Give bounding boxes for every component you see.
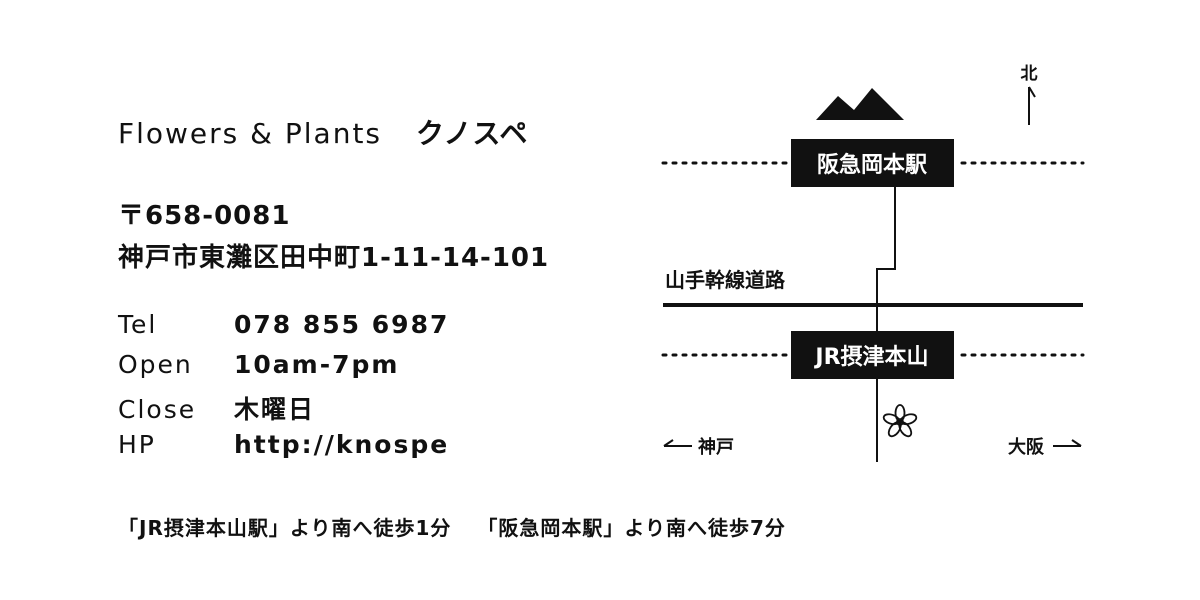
hp-link[interactable]: http://knospe — [234, 430, 450, 459]
north-label: 北 — [1021, 64, 1038, 84]
flower-icon — [882, 404, 918, 438]
info-label: HP — [118, 430, 156, 459]
osaka-arrow-icon — [1053, 439, 1082, 447]
info-label: Close — [118, 395, 197, 424]
road-label: 山手幹線道路 — [665, 268, 786, 292]
jr-station-label: JR摂津本山 — [813, 344, 928, 370]
info-label: Open — [118, 350, 193, 379]
hankyu-station-label: 阪急岡本駅 — [817, 152, 927, 178]
access-jr: 「JR摂津本山駅」より南へ徒歩1分 — [118, 516, 452, 540]
access-hankyu: 「阪急岡本駅」より南へ徒歩7分 — [477, 516, 786, 540]
info-label: Tel — [118, 310, 158, 339]
shop-name: Flowers & Plants クノスペ — [118, 112, 528, 152]
street-address: 神戸市東灘区田中町1-11-14-101 — [118, 243, 550, 273]
access-directions: 「JR摂津本山駅」より南へ徒歩1分 「阪急岡本駅」より南へ徒歩7分 — [118, 512, 786, 541]
close-value: 木曜日 — [234, 395, 316, 424]
shop-name-latin: Flowers & Plants — [118, 117, 383, 150]
postal-code: 〒658-0081 — [118, 201, 291, 231]
info-row-tel: Tel 078 855 6987 — [118, 310, 449, 339]
north-arrow-icon — [1028, 86, 1036, 125]
osaka-label: 大阪 — [1008, 436, 1045, 458]
kobe-label: 神戸 — [698, 436, 734, 458]
info-row-close: Close 木曜日 — [118, 390, 315, 426]
info-row-open: Open 10am-7pm — [118, 350, 399, 379]
info-row-hp: HP http://knospe — [118, 430, 449, 459]
tel-value[interactable]: 078 855 6987 — [234, 310, 450, 339]
mountain-icon — [816, 88, 904, 120]
shop-name-kana: クノスペ — [416, 117, 529, 150]
access-map: 北 阪急岡本駅 山手幹線道路 JR摂津本山 神戸 大阪 — [661, 64, 1085, 462]
hankyu-station-box — [791, 139, 954, 187]
kobe-arrow-icon — [663, 439, 692, 447]
jr-station-box — [791, 331, 954, 379]
open-value: 10am-7pm — [234, 350, 400, 379]
